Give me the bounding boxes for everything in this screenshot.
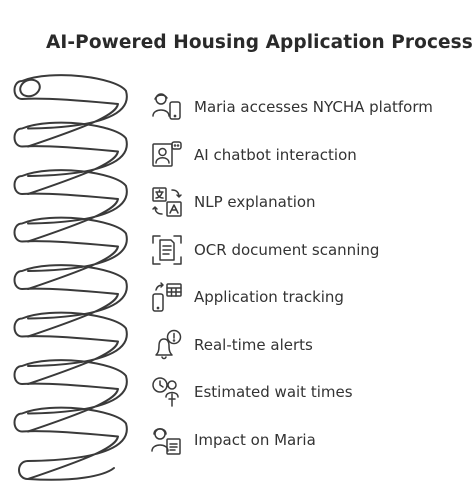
step-1: Maria accesses NYCHA platform xyxy=(150,90,433,124)
spring-coil-graphic xyxy=(13,74,128,481)
spring-coil-turn xyxy=(13,359,128,433)
user-phone-icon xyxy=(150,90,184,124)
spring-coil-turn xyxy=(13,169,128,243)
step-3: NLP explanation xyxy=(150,185,316,219)
phone-calendar-icon xyxy=(150,280,184,314)
translate-icon xyxy=(150,185,184,219)
chatbot-icon xyxy=(150,138,184,172)
spring-coil-turn xyxy=(13,264,128,338)
clock-person-icon xyxy=(150,375,184,409)
step-label: NLP explanation xyxy=(194,193,316,211)
spring-coil-turn xyxy=(13,216,128,290)
spring-coil-turn xyxy=(13,121,128,195)
step-4: OCR document scanning xyxy=(150,233,379,267)
step-label: Impact on Maria xyxy=(194,431,316,449)
spring-end-bottom xyxy=(18,460,115,481)
step-5: Application tracking xyxy=(150,280,344,314)
step-8: Impact on Maria xyxy=(150,423,316,457)
step-label: Maria accesses NYCHA platform xyxy=(194,98,433,116)
step-6: Real-time alerts xyxy=(150,328,313,362)
bell-alert-icon xyxy=(150,328,184,362)
step-2: AI chatbot interaction xyxy=(150,138,357,172)
document-scan-icon xyxy=(150,233,184,267)
spring-coil-turn xyxy=(13,74,128,148)
spring-end-cap xyxy=(19,78,41,98)
step-label: Estimated wait times xyxy=(194,383,353,401)
step-label: OCR document scanning xyxy=(194,241,380,259)
person-document-icon xyxy=(150,423,184,457)
step-label: Real-time alerts xyxy=(194,336,313,354)
step-7: Estimated wait times xyxy=(150,375,353,409)
spring-coil-turn xyxy=(13,406,128,480)
step-label: Application tracking xyxy=(194,288,344,306)
diagram-title: AI-Powered Housing Application Process xyxy=(46,32,473,53)
spring-coil-turn xyxy=(13,311,128,385)
step-label: AI chatbot interaction xyxy=(194,146,357,164)
